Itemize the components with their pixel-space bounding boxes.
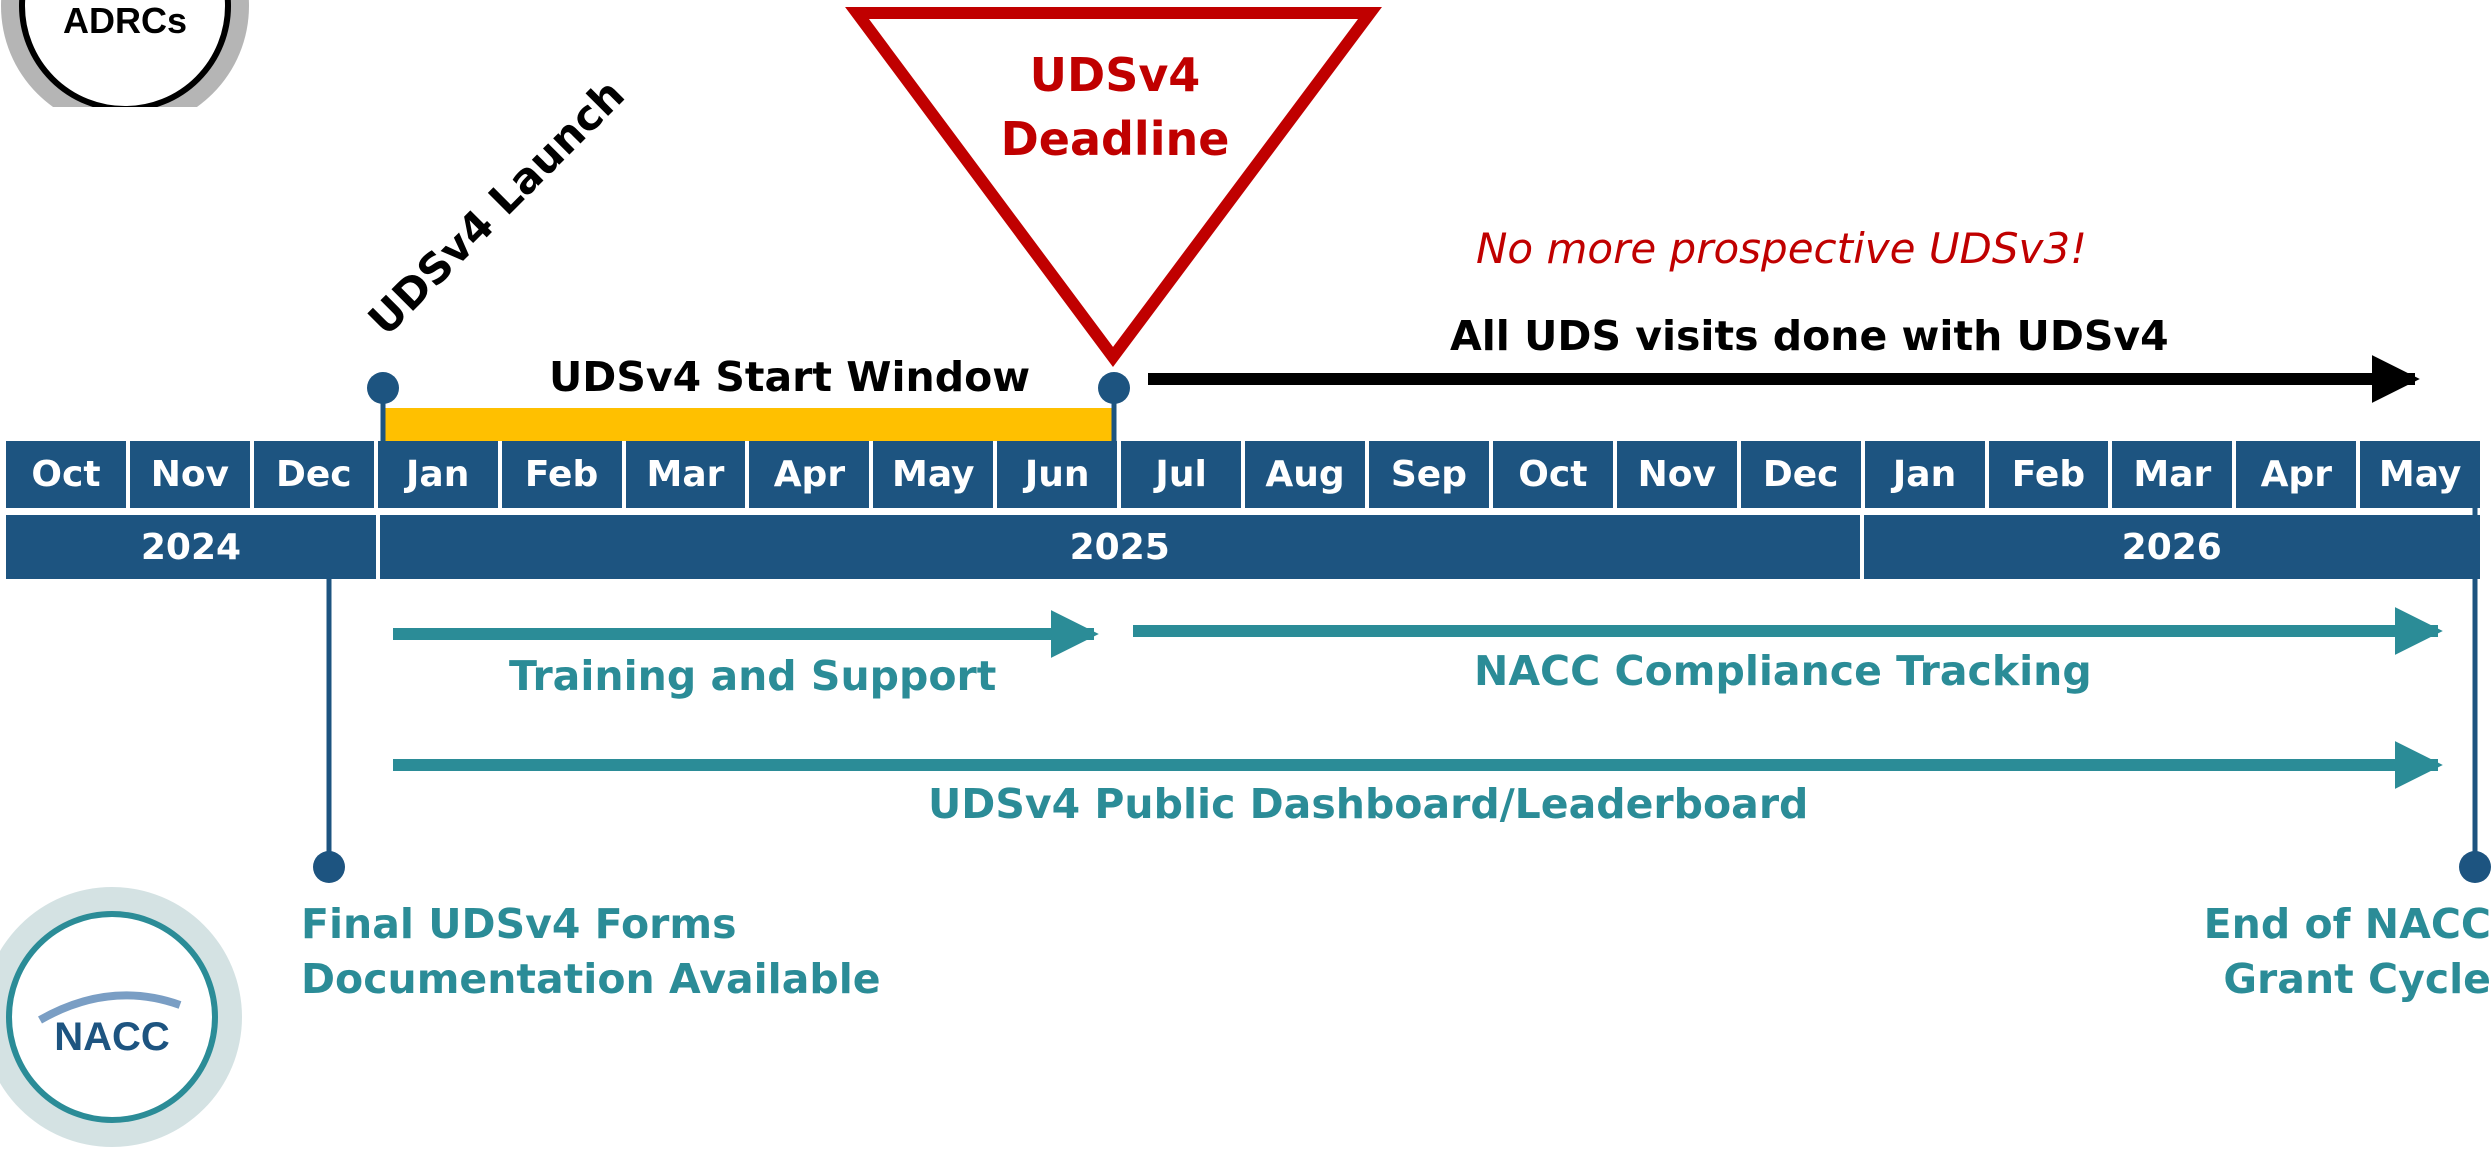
month-cell: Dec — [253, 441, 378, 508]
month-cell: Dec — [1740, 441, 1865, 508]
month-cell: Oct — [1492, 441, 1617, 508]
month-cell: Mar — [2112, 441, 2237, 508]
start-window-label: UDSv4 Start Window — [549, 353, 1031, 401]
year-cell-2024: 2024 — [6, 515, 380, 579]
month-cell: Jun — [997, 441, 1122, 508]
year-cell-2026: 2026 — [1863, 515, 2480, 579]
adrcs-badge-text: ADRCs — [63, 0, 187, 41]
final-forms-label-line1: Final UDSv4 Forms — [301, 900, 737, 948]
year-cell-2025: 2025 — [379, 515, 1864, 579]
deadline-marker — [1098, 372, 1130, 404]
month-cell: Feb — [501, 441, 626, 508]
deadline-triangle — [845, 7, 1382, 368]
adrcs-badge: ADRCs — [1, 0, 249, 107]
all-visits-label: All UDS visits done with UDSv4 — [1450, 312, 2169, 360]
month-cell: Apr — [2236, 441, 2361, 508]
month-cell: Nov — [1616, 441, 1741, 508]
grant-end-label-line1: End of NACC — [2203, 900, 2491, 948]
month-cell: Nov — [129, 441, 254, 508]
launch-marker — [367, 372, 399, 404]
months-row: Oct Nov Dec Jan Feb Mar Apr May Jun Jul … — [6, 441, 2481, 508]
month-cell: Apr — [749, 441, 874, 508]
month-cell: Jan — [1864, 441, 1989, 508]
compliance-label: NACC Compliance Tracking — [1474, 647, 2092, 695]
start-window-bar — [385, 408, 1113, 441]
deadline-label-line1: UDSv4 — [1029, 48, 1201, 102]
month-cell: Feb — [1988, 441, 2113, 508]
grant-end-marker — [2459, 851, 2491, 883]
month-cell: May — [873, 441, 998, 508]
month-cell: Mar — [625, 441, 750, 508]
training-label: Training and Support — [509, 652, 997, 700]
no-more-v3-label: No more prospective UDSv3! — [1476, 224, 2087, 273]
month-cell: Jul — [1121, 441, 1246, 508]
years-row: 2024 2025 2026 — [6, 515, 2480, 579]
dashboard-label: UDSv4 Public Dashboard/Leaderboard — [928, 780, 1809, 828]
grant-end-label-line2: Grant Cycle — [2223, 955, 2491, 1003]
final-forms-label-line2: Documentation Available — [301, 955, 881, 1003]
deadline-label-line2: Deadline — [1000, 112, 1230, 166]
month-cell: Aug — [1245, 441, 1369, 508]
timeline-graphics — [313, 7, 2491, 883]
nacc-badge-text: NACC — [54, 1015, 170, 1059]
final-forms-marker — [313, 851, 345, 883]
month-cell: Oct — [6, 441, 130, 508]
month-cell: May — [2360, 441, 2481, 508]
month-cell: Jan — [377, 441, 502, 508]
month-cell: Sep — [1368, 441, 1493, 508]
